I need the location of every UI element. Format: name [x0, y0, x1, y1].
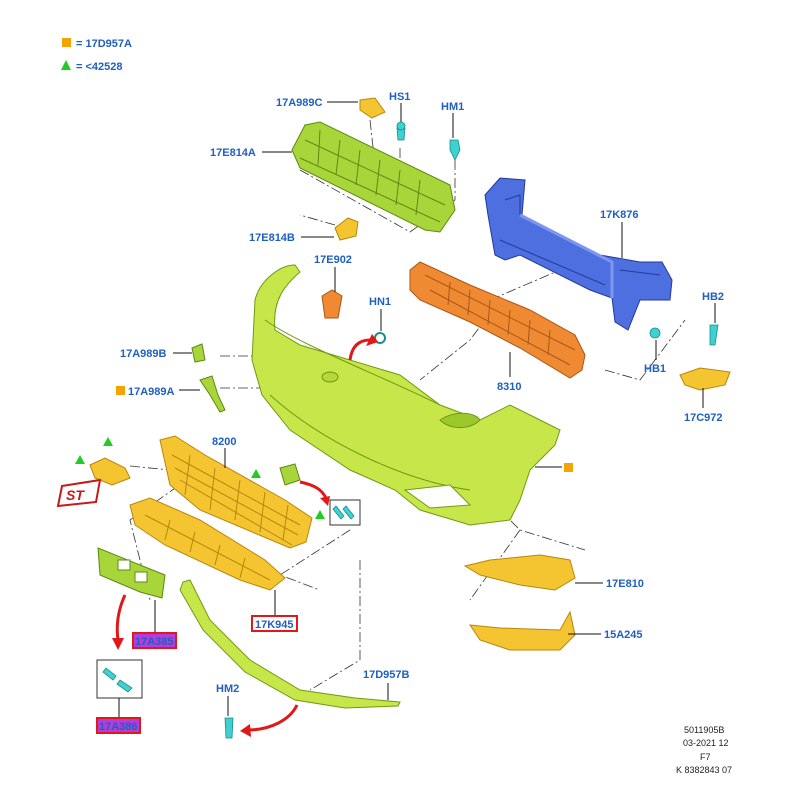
legend-square-icon	[62, 38, 71, 47]
label-17A989C: 17A989C	[276, 97, 323, 109]
label-HB2: HB2	[702, 291, 724, 303]
footer-line-2: 03-2021 12	[683, 738, 729, 748]
legend-square-text: = 17D957A	[76, 38, 132, 50]
legend: = 17D957A = <42528	[61, 38, 132, 73]
triangle-marker	[75, 455, 85, 464]
label-17E810: 17E810	[606, 578, 644, 590]
screws-box-2	[96, 659, 143, 699]
lower-grille	[129, 497, 286, 591]
lower-mount	[97, 547, 166, 599]
label-17A386: 17A386	[99, 721, 138, 733]
label-17K876: 17K876	[600, 209, 639, 221]
footer-line-4: K 8382843 07	[676, 765, 732, 775]
label-17C972: 17C972	[684, 412, 723, 424]
bracket-17E902	[321, 289, 343, 319]
triangle-marker	[103, 437, 113, 446]
bezel-17E810	[463, 554, 576, 591]
label-17D957B: 17D957B	[363, 669, 410, 681]
legend-triangle-icon	[61, 60, 71, 70]
label-17A989B: 17A989B	[120, 348, 167, 360]
bezel-15A245	[468, 610, 576, 651]
label-17A989A-square-icon	[116, 386, 125, 395]
label-15A245: 15A245	[604, 629, 643, 641]
label-17A386-frame	[96, 717, 141, 734]
label-HM2: HM2	[216, 683, 239, 695]
label-17E902: 17E902	[314, 254, 352, 266]
label-HB1: HB1	[644, 363, 666, 375]
upper-bracket	[291, 121, 456, 233]
label-8310: 8310	[497, 381, 521, 393]
bracket-17A989C	[359, 97, 386, 119]
label-17E814A: 17E814A	[210, 147, 256, 159]
diagram-footer: 5011905B 03-2021 12 F7 K 8382843 07	[676, 725, 732, 775]
bracket-17E814B	[334, 217, 359, 241]
leader-lines	[118, 101, 716, 718]
label-17E814B: 17E814B	[249, 232, 295, 244]
clip-HM1	[449, 139, 461, 161]
energy-absorber	[409, 261, 586, 379]
label-17A385-frame	[132, 632, 177, 649]
clip-HM2	[224, 717, 234, 739]
label-17K945-frame	[251, 615, 298, 632]
bracket-17C972	[679, 367, 731, 391]
legend-triangle-text: = <42528	[76, 61, 123, 73]
emblem-bracket	[89, 457, 131, 486]
clip-HB1	[649, 327, 661, 339]
label-17A385: 17A385	[135, 636, 174, 648]
grille-clip	[279, 463, 301, 486]
lip-spoiler	[179, 579, 401, 709]
callout-labels: 17A989C HS1 HM1 17E814A 17K876 17E814B 1…	[96, 91, 724, 734]
st-emblem: ST	[56, 478, 102, 508]
label-HS1: HS1	[389, 91, 410, 103]
footer-line-1: 5011905B	[684, 725, 724, 735]
clip-HS1	[396, 121, 406, 141]
label-HN1: HN1	[369, 296, 391, 308]
bumper-cover	[251, 264, 561, 526]
label-17K945: 17K945	[255, 619, 294, 631]
st-emblem-text: ST	[66, 487, 85, 503]
triangle-marker	[315, 510, 325, 519]
screws-box	[329, 499, 361, 526]
triangle-marker	[251, 469, 261, 478]
bumper-reinforcement-beam	[484, 177, 673, 331]
label-17A989A: 17A989A	[128, 386, 175, 398]
footer-line-3: F7	[700, 752, 711, 762]
label-8200: 8200	[212, 436, 236, 448]
bracket-17A989B	[191, 343, 206, 363]
grille	[159, 435, 313, 549]
clip-HB2	[709, 324, 719, 346]
label-HM1: HM1	[441, 101, 464, 113]
bracket-17A989A	[199, 375, 226, 413]
square-marker	[564, 463, 573, 472]
arrows	[112, 334, 378, 737]
